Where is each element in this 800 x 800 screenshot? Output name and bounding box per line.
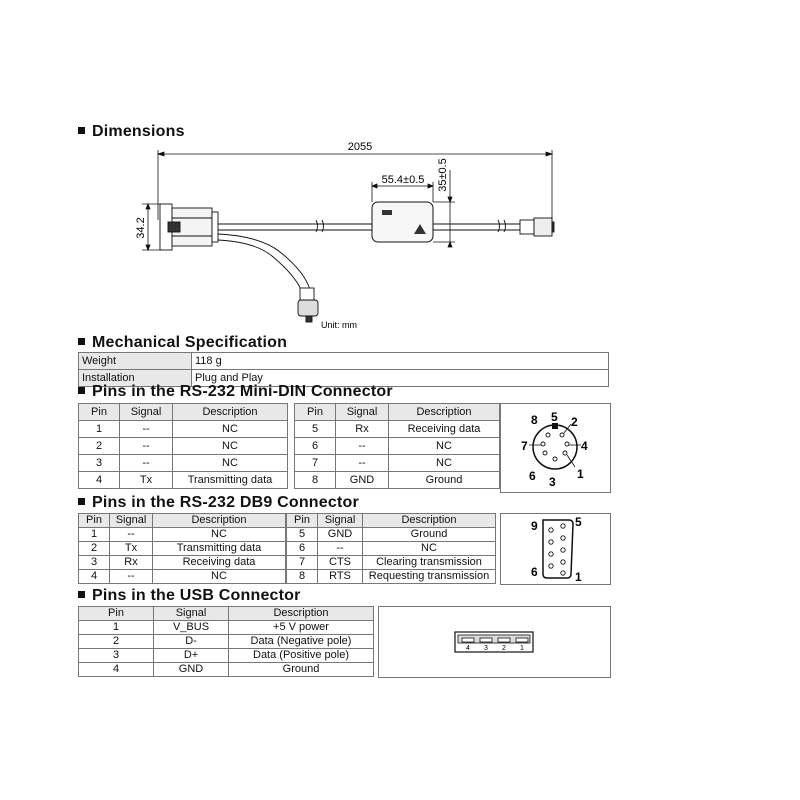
minidin-pin-label: 2 (571, 415, 578, 429)
usb-pin-label: 4 (466, 645, 470, 652)
usb-pin-label: 2 (502, 645, 506, 652)
column-header: Pin (78, 403, 120, 421)
table-row: Installation Plug and Play (78, 369, 609, 387)
column-header: Pin (286, 513, 318, 528)
column-header: Pin (78, 606, 154, 621)
column-header: Signal (317, 513, 363, 528)
section-heading-dimensions: Dimensions (78, 123, 185, 141)
table-row: 1--NC (78, 420, 288, 438)
db9-pin-diagram: 9 5 6 1 (531, 515, 582, 584)
db9-pin-label: 9 (531, 519, 538, 533)
table-row: Weight 118 g (78, 352, 609, 370)
section-heading-usb: Pins in the USB Connector (78, 587, 301, 605)
minidin-pin-label: 6 (529, 469, 536, 483)
column-header: Signal (119, 403, 173, 421)
table-row: 6--NC (286, 541, 496, 556)
column-header: Pin (294, 403, 336, 421)
db9-pin-label: 1 (575, 570, 582, 584)
db9-pin-label: 6 (531, 565, 538, 579)
db9-height-label: 34.2 (135, 217, 147, 238)
column-header: Description (172, 403, 288, 421)
db9-diagram-frame: 9 5 6 1 (500, 513, 611, 585)
minidin-pin-label: 1 (577, 467, 584, 481)
bullet-icon (78, 338, 85, 345)
column-header: Pin (78, 513, 110, 528)
bullet-icon (78, 591, 85, 598)
bullet-icon (78, 127, 85, 134)
table-row: 6--NC (294, 437, 500, 455)
bullet-icon (78, 387, 85, 394)
table-row: 2--NC (78, 437, 288, 455)
spec-value: 118 g (191, 352, 609, 370)
minidin-pin-label: 5 (551, 410, 558, 424)
spec-value: Plug and Play (191, 369, 609, 387)
table-row: 3--NC (78, 454, 288, 472)
mechanical-spec-table: Weight 118 g Installation Plug and Play (78, 352, 609, 387)
minidin-pin-label: 8 (531, 413, 538, 427)
column-header: Description (152, 513, 286, 528)
column-header: Description (362, 513, 496, 528)
total-length-label: 2055 (348, 141, 372, 153)
minidin-diagram-frame: 1 2 3 4 5 6 7 8 (500, 403, 611, 493)
table-row: 7--NC (294, 454, 500, 472)
dimension-drawing: 2055 55.4±0.5 35±0.5 34.2 Unit: mm (135, 141, 555, 330)
usb-pin-diagram: 4 3 2 1 (454, 631, 534, 653)
usb-diagram-frame: 4 3 2 1 (378, 606, 611, 678)
spec-label: Weight (78, 352, 192, 370)
minidin-pin-label: 3 (549, 475, 556, 489)
section-heading-minidin: Pins in the RS-232 Mini-DIN Connector (78, 383, 393, 401)
table-row: 4--NC (78, 569, 286, 584)
column-header: Signal (335, 403, 389, 421)
column-header: Description (388, 403, 500, 421)
box-width-label: 55.4±0.5 (382, 174, 425, 186)
minidin-pin-diagram: 1 2 3 4 5 6 7 8 (521, 410, 588, 489)
column-header: Signal (153, 606, 229, 621)
column-header: Signal (109, 513, 153, 528)
column-header: Description (228, 606, 374, 621)
minidin-pin-label: 7 (521, 439, 528, 453)
section-heading-db9: Pins in the RS-232 DB9 Connector (78, 494, 359, 512)
usb-pin-label: 1 (520, 645, 524, 652)
usb-pin-label: 3 (484, 645, 488, 652)
table-row: 1--NC (78, 527, 286, 542)
box-height-label: 35±0.5 (437, 158, 449, 192)
minidin-pin-label: 4 (581, 439, 588, 453)
section-heading-mechanical: Mechanical Specification (78, 334, 287, 352)
unit-label: Unit: mm (321, 320, 357, 330)
db9-pin-label: 5 (575, 515, 582, 529)
bullet-icon (78, 498, 85, 505)
